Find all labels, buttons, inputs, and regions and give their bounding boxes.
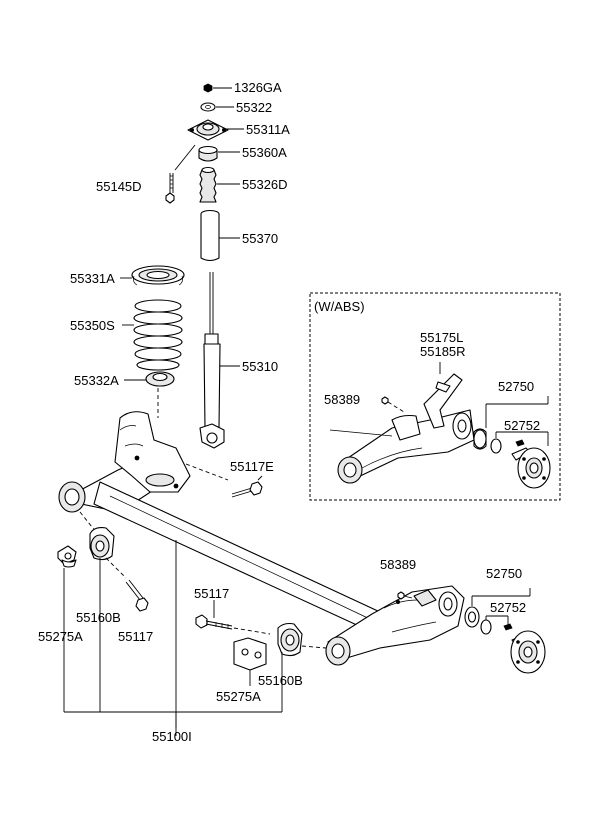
label-55275A-right: 55275A	[216, 689, 261, 704]
label-55145D: 55145D	[96, 179, 142, 194]
bolt-58389-part	[397, 591, 413, 600]
bearing-52750-part	[464, 606, 492, 635]
mount-bolt-part	[165, 144, 196, 204]
right-bushing-part	[277, 622, 327, 657]
dust-cover-part	[200, 209, 240, 262]
right-bolt-part	[195, 600, 271, 635]
label-55322: 55322	[236, 100, 272, 115]
label-1326GA: 1326GA	[234, 80, 282, 95]
abs-inset	[309, 292, 561, 501]
nut-part	[203, 83, 232, 93]
lower-spring-seat-part	[124, 371, 175, 387]
label-55360A: 55360A	[242, 145, 287, 160]
right-stopper-part	[233, 637, 267, 671]
label-55326D: 55326D	[242, 177, 288, 192]
coil-spring-part	[122, 299, 183, 371]
bracket-lines	[63, 558, 283, 728]
left-bushing-part	[79, 511, 115, 561]
shock-absorber-part	[199, 272, 240, 449]
label-55100I: 55100I	[152, 729, 192, 744]
label-55160B-right: 55160B	[258, 673, 303, 688]
rebound-stopper-part	[199, 166, 240, 203]
label-55117-upper: 55117	[194, 586, 229, 601]
hub-52752-part	[503, 623, 546, 674]
label-52750: 52750	[486, 566, 522, 581]
left-stopper-part	[57, 545, 77, 568]
shock-bolt-part	[231, 475, 263, 498]
label-55185R: 55185R	[420, 344, 466, 359]
label-55310: 55310	[242, 359, 278, 374]
upper-spring-seat-part	[120, 265, 185, 286]
label-55332A: 55332A	[74, 373, 119, 388]
upper-mount-part	[187, 119, 244, 141]
label-abs-52750: 52750	[498, 379, 534, 394]
label-55117E: 55117E	[230, 459, 274, 474]
label-55160B-left: 55160B	[76, 610, 121, 625]
label-55175L: 55175L	[420, 330, 463, 345]
label-55350S: 55350S	[70, 318, 115, 333]
label-55370: 55370	[242, 231, 278, 246]
left-bolt-part	[105, 557, 149, 612]
washer-part	[200, 102, 234, 112]
label-55275A-left: 55275A	[38, 629, 83, 644]
label-55117-left: 55117	[118, 629, 153, 644]
torsion-axle-part	[58, 411, 465, 666]
label-inset-title: (W/ABS)	[314, 299, 365, 314]
label-52752: 52752	[490, 600, 526, 615]
label-55311A: 55311A	[246, 122, 290, 137]
bump-stopper-part	[198, 145, 240, 162]
label-55331A: 55331A	[70, 271, 115, 286]
label-58389: 58389	[380, 557, 416, 572]
label-abs-52752: 52752	[504, 418, 540, 433]
label-abs-58389: 58389	[324, 392, 360, 407]
